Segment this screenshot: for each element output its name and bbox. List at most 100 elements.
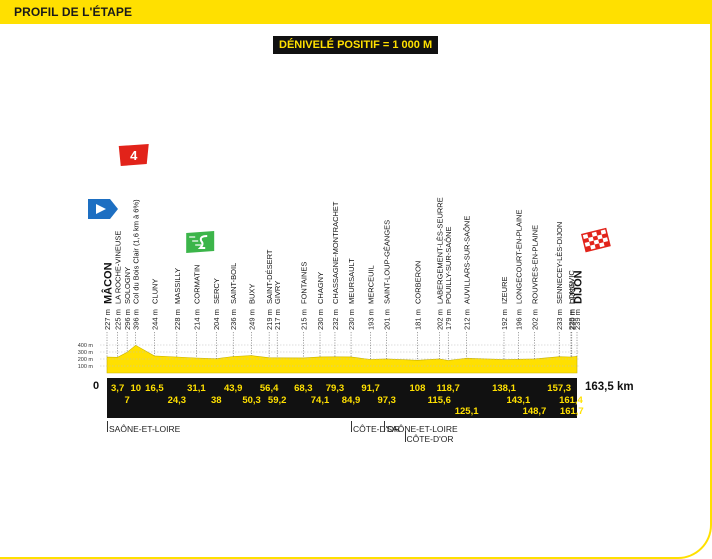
climb-badge-shape (118, 144, 149, 166)
waypoint-altitude: 179 m (444, 309, 453, 330)
waypoint-altitude: 227 m (103, 309, 112, 330)
waypoint-label-group: 296 m SOLOGNY (123, 267, 132, 330)
km-value-label: 7 (124, 395, 129, 406)
finish-flag-check (582, 233, 589, 239)
waypoint-altitude: 296 m (123, 309, 132, 330)
region-label: CÔTE-D'OR (353, 424, 401, 434)
waypoint-altitude: 214 m (192, 309, 201, 330)
waypoint-name: AUVILLARS-SUR-SAÔNE (463, 216, 472, 304)
waypoint-altitude: 225 m (114, 309, 123, 330)
waypoint-altitude: 396 m (132, 309, 141, 330)
waypoint-altitude: 230 m (316, 309, 325, 330)
km-value-label: 91,7 (361, 383, 380, 394)
waypoint-name: SAINT-BOIL (229, 263, 238, 304)
waypoint-name: LABERGEMENT-LÈS-SEURRE (435, 197, 444, 304)
waypoint-altitude: 212 m (463, 309, 472, 330)
finish-flag-check (590, 244, 596, 250)
waypoint-label-group: 179 m POUILLY-SUR-SAÔNE (444, 226, 453, 330)
waypoint-label-group: 202 m ROUVRES-EN-PLAINE (530, 225, 539, 330)
finish-flag-check (602, 237, 609, 243)
waypoint-name: LONGVIC (567, 270, 576, 304)
km-value-label: 56,4 (260, 383, 279, 394)
waypoint-label-group: 249 m BUXY (248, 284, 257, 330)
finish-flag-check (588, 236, 594, 242)
y-tick-label: 200 m (78, 357, 94, 363)
km-start-label: 0 (93, 380, 99, 392)
sprint-s-glyph (197, 235, 208, 249)
waypoint-label-group: 214 m CORMATIN (192, 265, 201, 330)
km-value-label: 138,1 (492, 383, 516, 394)
waypoint-name: MASSILLY (173, 268, 182, 304)
waypoint-name: POUILLY-SUR-SAÔNE (444, 226, 453, 304)
profile-card (0, 24, 712, 559)
waypoint-altitude: 217 m (273, 309, 282, 330)
climb-category-4-icon: 4 (118, 144, 149, 166)
waypoint-name: SOLOGNY (123, 267, 132, 304)
waypoint-altitude: 181 m (413, 309, 422, 330)
waypoint-altitude: 249 m (248, 309, 257, 330)
waypoint-altitude: 202 m (530, 309, 539, 330)
waypoint-name: SAINT-DÉSERT (265, 249, 274, 304)
waypoint-label-group: 225 m LA ROCHE-VINEUSE (114, 231, 123, 330)
waypoint-altitude: 215 m (299, 309, 308, 330)
waypoint-altitude: 244 m (150, 309, 159, 330)
waypoint-altitude: 202 m (435, 309, 444, 330)
waypoint-name: MÂCON (102, 262, 115, 304)
waypoint-altitude: 229 m (567, 309, 576, 330)
waypoint-label-group: 181 m CORBERON (413, 261, 422, 330)
waypoint-altitude: 236 m (229, 309, 238, 330)
waypoint-label-group: 229 m LONGVIC (567, 270, 576, 330)
waypoint-name: FONTAINES (299, 262, 308, 304)
waypoint-name: MEURSAULT (347, 258, 356, 304)
km-value-label: 31,1 (187, 383, 206, 394)
waypoint-altitude: 230 m (347, 309, 356, 330)
waypoint-name: SAINT-LOUP-GÉANGES (383, 220, 392, 304)
region-label: CÔTE-D'OR (406, 434, 454, 444)
waypoint-label-group: 227 m MÂCON (102, 262, 115, 330)
y-tick-label: 100 m (78, 364, 94, 370)
sprint-icon (186, 231, 215, 253)
waypoint-name: MERCEUIL (367, 265, 376, 304)
waypoint-name: CORMATIN (192, 265, 201, 304)
waypoint-name: LA ROCHE-VINEUSE (114, 231, 123, 304)
waypoint-altitude: 193 m (367, 309, 376, 330)
km-value-label: 68,3 (294, 383, 313, 394)
km-value-label: 108 (410, 383, 426, 394)
finish-flag-check (591, 231, 598, 237)
waypoint-name: CHAGNY (316, 272, 325, 304)
start-flag-arrow (96, 204, 106, 214)
waypoint-name: CLUNY (150, 279, 159, 304)
km-value-label: 16,5 (145, 383, 164, 394)
finish-flag-check (599, 242, 605, 248)
waypoint-label-group: 193 m MERCEUIL (367, 265, 376, 330)
km-value-label: 79,3 (326, 383, 345, 394)
km-value-label: 38 (211, 395, 222, 406)
waypoint-label-group: 215 m FONTAINES (299, 262, 308, 330)
finish-flag-icon (581, 227, 611, 253)
km-value-label: 115,6 (428, 395, 451, 406)
waypoint-altitude: 219 m (265, 309, 274, 330)
waypoint-name: ROUVRES-EN-PLAINE (530, 225, 539, 304)
waypoint-name: BUXY (248, 284, 257, 304)
region-divider (384, 421, 386, 432)
waypoint-label-group: 236 m SAINT-BOIL (229, 263, 238, 330)
waypoint-name: CORBERON (413, 261, 422, 304)
km-value-label: 10 (130, 383, 141, 394)
waypoint-label-group: 212 m AUVILLARS-SUR-SAÔNE (463, 216, 472, 330)
page-title: PROFIL DE L'ÉTAPE (14, 5, 133, 19)
waypoint-name: SENNECEY-LÈS-DIJON (555, 222, 564, 304)
waypoint-name: CHASSAGNE-MONTRACHET (331, 201, 340, 304)
waypoint-altitude: 201 m (383, 309, 392, 330)
km-value-label: 84,9 (342, 395, 361, 406)
waypoint-name: LONGECOURT-EN-PLAINE (514, 210, 523, 304)
waypoint-altitude: 239 m (573, 309, 582, 330)
waypoint-altitude: 232 m (331, 309, 340, 330)
waypoint-altitude: 204 m (212, 309, 221, 330)
finish-flag-check (597, 234, 603, 240)
waypoint-altitude: 228 m (173, 309, 182, 330)
waypoint-altitude: 192 m (500, 309, 509, 330)
